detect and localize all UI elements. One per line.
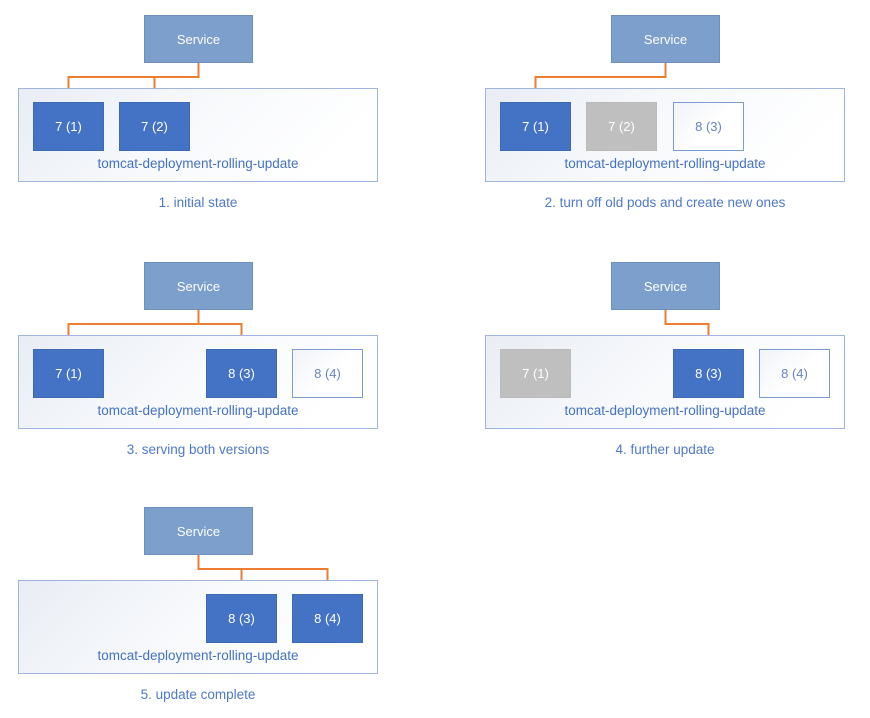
- service-box: Service: [144, 15, 253, 63]
- pod-8-4: 8 (4): [759, 349, 830, 398]
- deployment-label: tomcat-deployment-rolling-update: [97, 156, 299, 171]
- service-box: Service: [611, 262, 720, 310]
- service-label: Service: [176, 278, 221, 294]
- pod-8-4: 8 (4): [292, 349, 363, 398]
- service-label: Service: [643, 278, 688, 294]
- pod-8-3: 8 (3): [206, 594, 277, 643]
- service-label: Service: [176, 523, 221, 539]
- service-label: Service: [176, 31, 221, 47]
- panel-caption: 3. serving both versions: [126, 442, 270, 457]
- pod-7-1: 7 (1): [33, 102, 104, 151]
- pod-7-2: 7 (2): [586, 102, 657, 151]
- service-label: Service: [643, 31, 688, 47]
- pod-7-2: 7 (2): [119, 102, 190, 151]
- panel-caption: 1. initial state: [158, 195, 238, 210]
- pod-7-1: 7 (1): [500, 102, 571, 151]
- service-box: Service: [144, 262, 253, 310]
- deployment-label: tomcat-deployment-rolling-update: [97, 648, 299, 663]
- deployment-label: tomcat-deployment-rolling-update: [564, 156, 766, 171]
- service-box: Service: [144, 507, 253, 555]
- panel-caption: 4. further update: [615, 442, 715, 457]
- pod-8-3: 8 (3): [673, 102, 744, 151]
- pod-7-1: 7 (1): [500, 349, 571, 398]
- panel-caption: 2. turn off old pods and create new ones: [544, 195, 786, 210]
- panel-4: Service tomcat-deployment-rolling-update…: [467, 247, 870, 479]
- panel-3: Service tomcat-deployment-rolling-update…: [0, 247, 435, 479]
- panel-1: Service tomcat-deployment-rolling-update…: [0, 0, 435, 232]
- deployment-label: tomcat-deployment-rolling-update: [564, 403, 766, 418]
- pod-8-3: 8 (3): [206, 349, 277, 398]
- service-box: Service: [611, 15, 720, 63]
- pod-8-3: 8 (3): [673, 349, 744, 398]
- panel-2: Service tomcat-deployment-rolling-update…: [467, 0, 870, 232]
- panel-5: Service tomcat-deployment-rolling-update…: [0, 492, 435, 718]
- pod-8-4: 8 (4): [292, 594, 363, 643]
- panel-caption: 5. update complete: [140, 687, 256, 702]
- pod-7-1: 7 (1): [33, 349, 104, 398]
- deployment-label: tomcat-deployment-rolling-update: [97, 403, 299, 418]
